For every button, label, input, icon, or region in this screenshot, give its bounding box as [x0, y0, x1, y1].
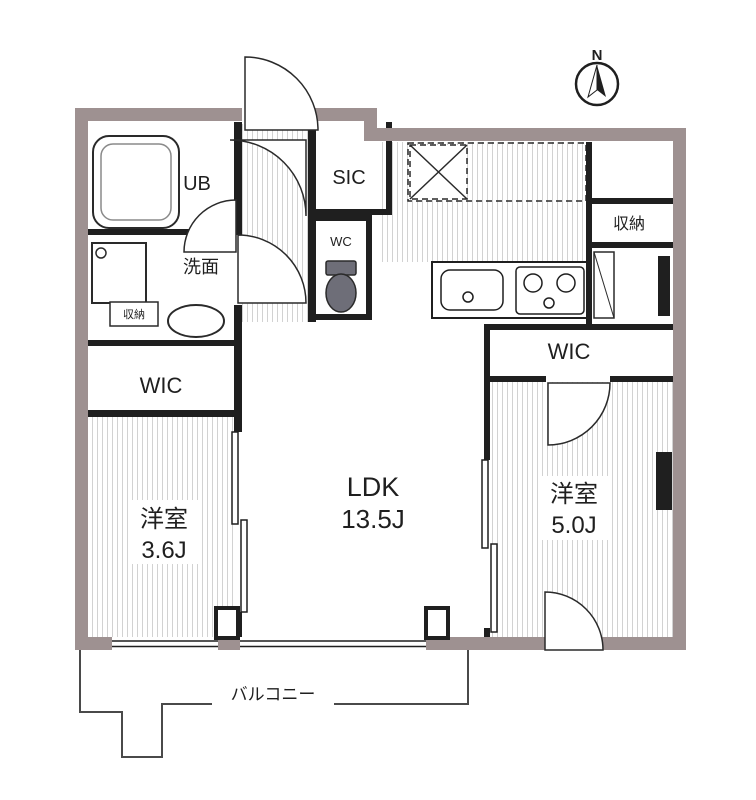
label-bg: [128, 500, 202, 564]
right-wall-door-frame: [656, 452, 672, 510]
north-label: N: [592, 47, 603, 64]
wic-right-label: WIC: [548, 339, 591, 364]
bedroom-large-name-label: 洋室: [550, 481, 598, 508]
bath-door-arc: [183, 199, 237, 253]
ldk-name-label: LDK: [347, 472, 400, 502]
north-compass: N: [574, 47, 620, 107]
bedroom-small-size-label: 3.6J: [141, 537, 186, 564]
refrigerator-space: [407, 142, 587, 202]
sliding-door-panel: [231, 431, 239, 525]
hall-door-arc: [229, 139, 307, 217]
balcony-label: バルコニー: [231, 685, 316, 704]
toilet-label: WC: [330, 234, 352, 249]
unit-bath-label: UB: [183, 173, 211, 195]
shoe-closet-label: SIC: [332, 167, 365, 189]
bedroom-large-door-arc: [544, 591, 604, 651]
label-bg: [538, 476, 612, 540]
storage-right-label: 収納: [613, 215, 645, 233]
window-ldk: [240, 637, 426, 650]
wic-door-arc: [547, 382, 611, 446]
bedroom-small-name-label: 洋室: [140, 506, 188, 533]
sliding-door-panel: [481, 459, 489, 549]
label-bg: [212, 682, 334, 706]
duct-bar: [658, 256, 670, 316]
washroom-label: 洗面: [183, 257, 219, 277]
window-bedroom-small: [112, 637, 218, 650]
column: [214, 606, 240, 640]
washroom-storage-box: [109, 301, 159, 327]
sliding-door-panel: [490, 543, 498, 633]
pipe-shaft: [593, 251, 615, 319]
wic-left-label: WIC: [140, 373, 183, 398]
ldk-size-label: 13.5J: [341, 504, 405, 534]
washroom-door-arc: [237, 234, 307, 304]
compass-needle-dark: [597, 65, 606, 97]
washroom-storage-label: 収納: [123, 308, 145, 321]
vanity-basin: [167, 304, 225, 338]
washing-machine-space: [91, 242, 147, 304]
sliding-door-panel: [240, 519, 248, 613]
compass-needle-light: [587, 64, 598, 99]
toilet: [325, 260, 357, 313]
entrance-door-arc: [244, 56, 319, 131]
kitchen-floor-hatch: [378, 142, 586, 262]
bathtub: [92, 135, 180, 229]
kitchen-sink: [440, 269, 504, 311]
bedroom-large-size-label: 5.0J: [551, 512, 596, 539]
column: [424, 606, 450, 640]
balcony-outline: [79, 650, 469, 758]
stove: [515, 266, 585, 315]
